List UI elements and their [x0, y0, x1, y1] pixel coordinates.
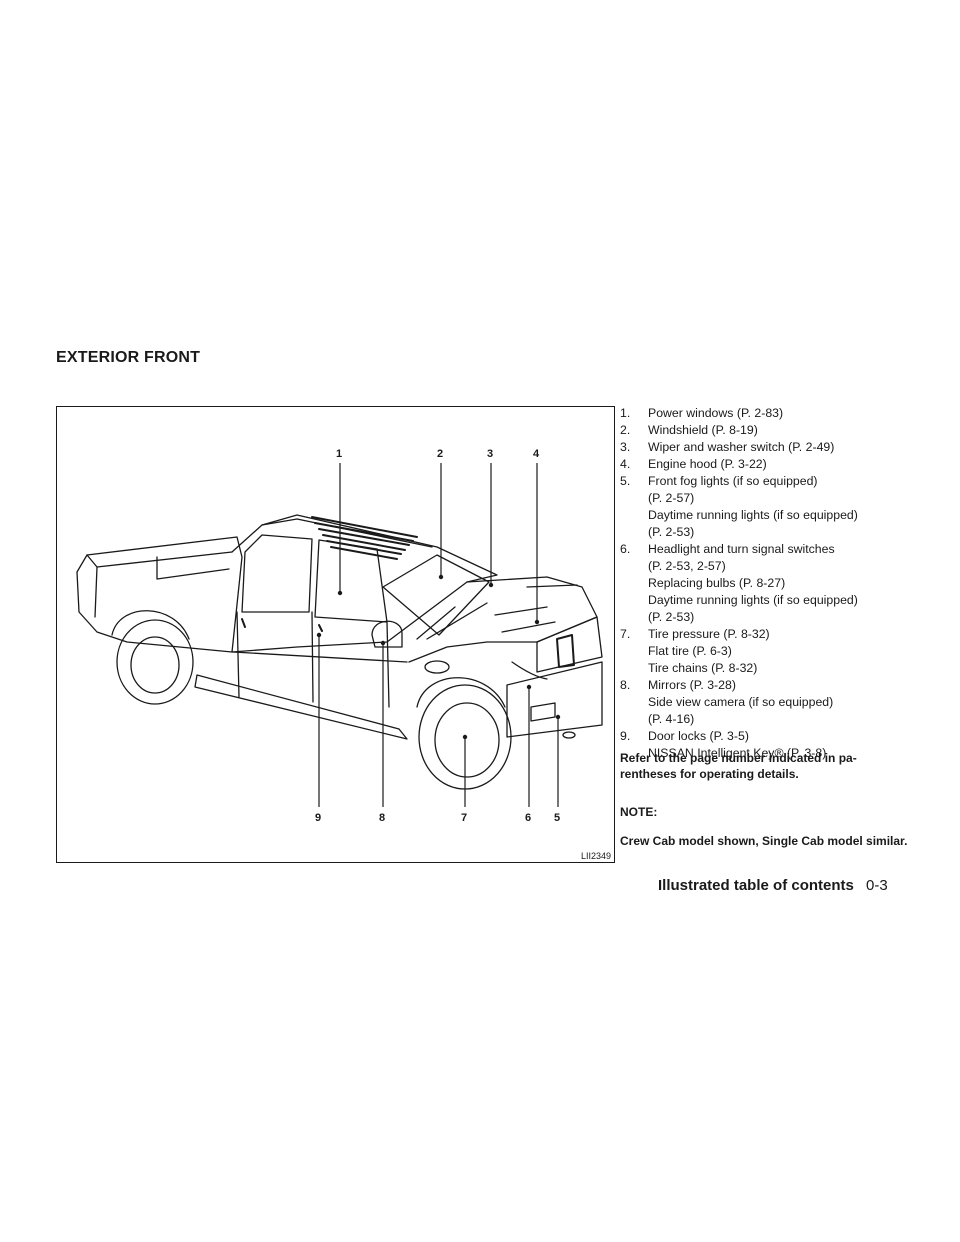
item-number: 1.	[620, 406, 631, 420]
list-item: 4. Engine hood (P. 3-22)	[620, 456, 910, 473]
item-line: (P. 2-53)	[648, 610, 695, 624]
list-item: 8. Mirrors (P. 3-28) Side view camera (i…	[620, 677, 910, 728]
truck-drawing: 1 2 3 4 5 6 7 8 9	[76, 448, 603, 824]
callout-4: 4	[533, 448, 540, 460]
item-line: Mirrors (P. 3-28)	[648, 678, 736, 692]
note-text: Crew Cab model shown, Single Cab model s…	[620, 834, 908, 848]
list-item: 2. Windshield (P. 8-19)	[620, 422, 910, 439]
item-line: NISSAN Intelligent Key® (P. 3-8)	[648, 746, 827, 760]
item-line: Replacing bulbs (P. 8-27)	[648, 576, 786, 590]
item-line: (P. 2-57)	[648, 491, 695, 505]
item-line: Side view camera (if so equipped)	[648, 695, 834, 709]
list-item: 9. Door locks (P. 3-5) NISSAN Intelligen…	[620, 728, 910, 762]
callout-1: 1	[336, 448, 342, 460]
item-line: Front fog lights (if so equipped)	[648, 474, 818, 488]
side-mirror	[371, 620, 403, 648]
item-number: 5.	[620, 474, 631, 488]
running-board	[194, 674, 408, 740]
item-number: 4.	[620, 457, 631, 471]
item-line: Daytime running lights (if so equipped)	[648, 593, 858, 607]
note-heading: NOTE:	[620, 805, 658, 819]
callout-2: 2	[437, 448, 443, 460]
item-line: Engine hood (P. 3-22)	[648, 457, 767, 471]
item-line: Door locks (P. 3-5)	[648, 729, 749, 743]
item-line: (P. 2-53)	[648, 525, 695, 539]
item-line: Power windows (P. 2-83)	[648, 406, 784, 420]
item-line: Daytime running lights (if so equipped)	[648, 508, 858, 522]
item-number: 6.	[620, 542, 631, 556]
item-line: (P. 4-16)	[648, 712, 695, 726]
hood-outline	[408, 576, 598, 663]
item-number: 9.	[620, 729, 631, 743]
page-number: 0-3	[866, 877, 888, 894]
list-item: 7. Tire pressure (P. 8-32) Flat tire (P.…	[620, 626, 910, 677]
component-list: 1. Power windows (P. 2-83) 2. Windshield…	[620, 405, 910, 762]
item-line: Flat tire (P. 6-3)	[648, 644, 732, 658]
section-title: EXTERIOR FRONT	[56, 349, 201, 366]
item-number: 8.	[620, 678, 631, 692]
front-window	[314, 539, 388, 623]
callout-5: 5	[554, 812, 560, 824]
callout-3: 3	[487, 448, 493, 460]
front-bumper	[506, 661, 603, 738]
item-number: 7.	[620, 627, 631, 641]
page-footer: Illustrated table of contents 0-3	[658, 877, 888, 894]
item-line: (P. 2-53, 2-57)	[648, 559, 726, 573]
rear-window	[241, 534, 313, 613]
callout-8: 8	[379, 812, 385, 824]
rear-wheel	[116, 619, 194, 705]
item-line: Headlight and turn signal switches	[648, 542, 835, 556]
list-item: 1. Power windows (P. 2-83)	[620, 405, 910, 422]
cab-outline	[231, 514, 498, 653]
item-line: Tire chains (P. 8-32)	[648, 661, 758, 675]
refer-note: Refer to the page number indicated in pa…	[620, 751, 857, 781]
list-item: 3. Wiper and washer switch (P. 2-49)	[620, 439, 910, 456]
windshield	[382, 554, 490, 636]
truck-exterior-illustration: 1 2 3 4 5 6 7 8 9 LII2349	[56, 406, 615, 863]
figure-code: LII2349	[579, 851, 612, 861]
fog-light	[530, 702, 556, 722]
item-line: Wiper and washer switch (P. 2-49)	[648, 440, 835, 454]
item-number: 3.	[620, 440, 631, 454]
item-line: Windshield (P. 8-19)	[648, 423, 758, 437]
list-item: 5. Front fog lights (if so equipped) (P.…	[620, 473, 910, 541]
callout-6: 6	[525, 812, 531, 824]
callout-7: 7	[461, 812, 467, 824]
item-line: Tire pressure (P. 8-32)	[648, 627, 770, 641]
callout-9: 9	[315, 812, 321, 824]
item-number: 2.	[620, 423, 631, 437]
list-item: 6. Headlight and turn signal switches (P…	[620, 541, 910, 626]
footer-title: Illustrated table of contents	[658, 877, 854, 894]
headlight	[511, 661, 548, 680]
